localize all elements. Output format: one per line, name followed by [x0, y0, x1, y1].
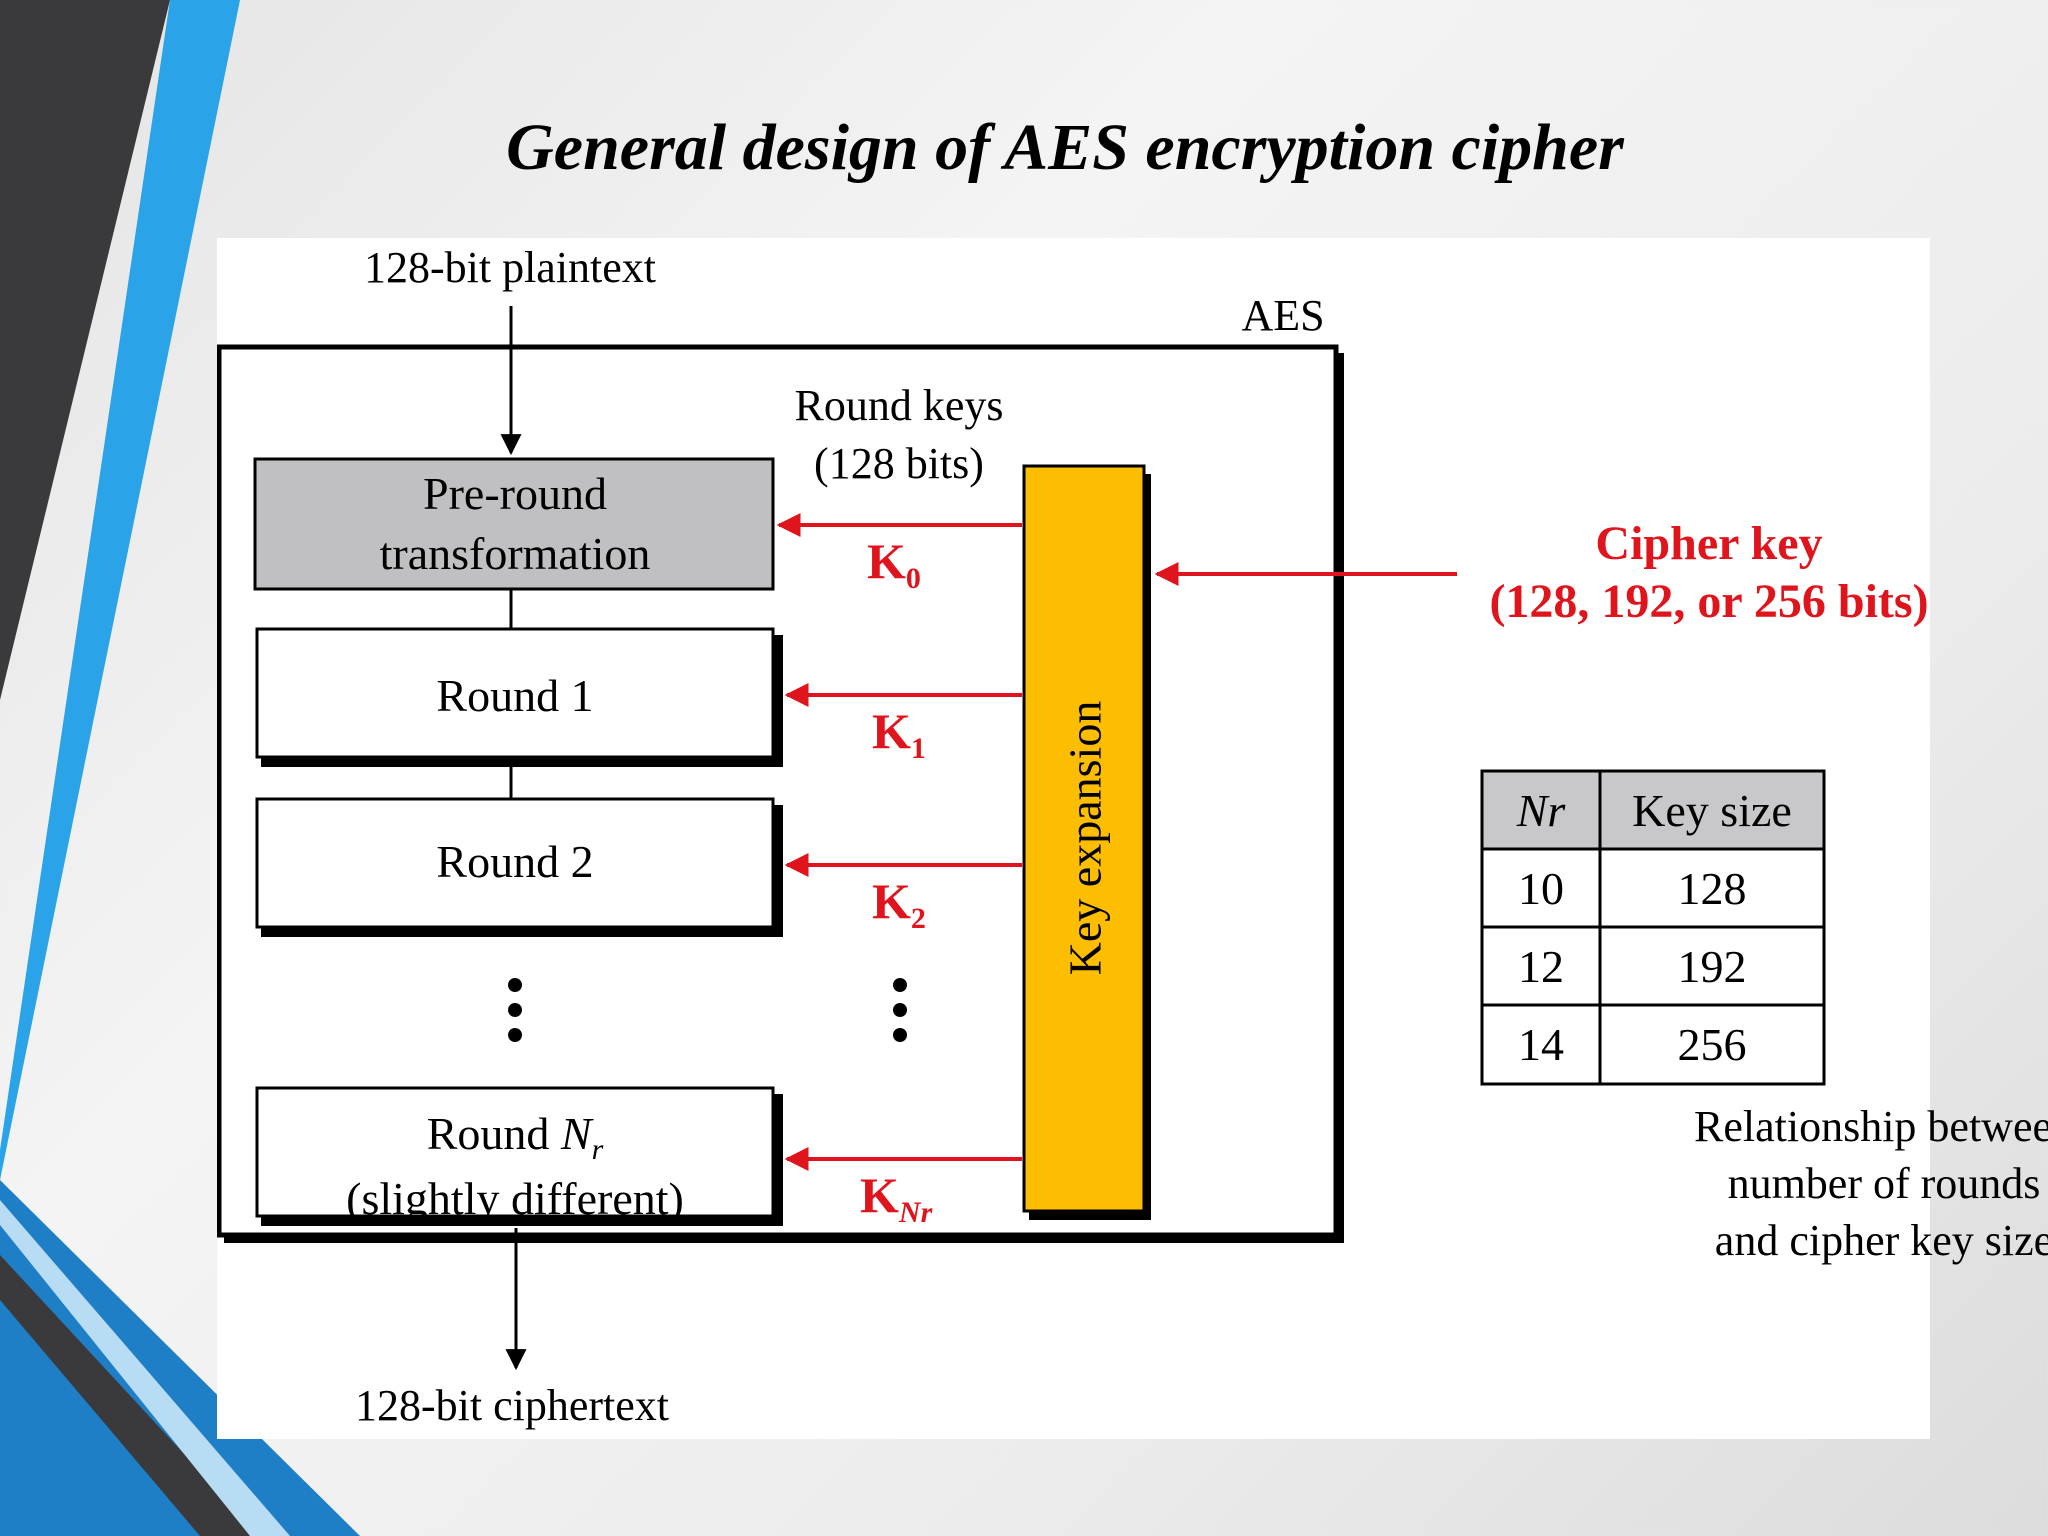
plaintext-label: 128-bit plaintext — [363, 243, 657, 292]
round1-box — [255, 627, 775, 759]
table-header-fill — [1482, 771, 1824, 849]
diagram-panel: 128-bit plaintext AES Round keys (128 bi… — [217, 238, 2048, 1439]
stripe-blue-bottom — [0, 1180, 360, 1536]
slide-title: General design of AES encryption cipher — [506, 111, 1624, 184]
key-sub: 2 — [910, 902, 926, 935]
table-cell: 14 — [1518, 1019, 1564, 1070]
round2-label: Round 2 — [436, 836, 594, 887]
key-k2-label: K2 — [872, 876, 926, 934]
key-knr-label: KNr — [860, 1170, 932, 1228]
ellipsis-dot — [893, 1003, 907, 1017]
table-caption-line3: and cipher key size — [1714, 1216, 2048, 1266]
pre-round-box — [253, 457, 775, 591]
table-caption-line1: Relationship between — [1693, 1102, 2048, 1151]
pre-round-line1: Pre-round — [423, 468, 607, 519]
key-expansion-box — [1022, 464, 1146, 1213]
aes-container-label: AES — [1241, 291, 1325, 340]
ellipsis-dot — [893, 978, 907, 992]
stripe-blue-top — [0, 0, 240, 1180]
key-expansion-label: Key expansion — [1059, 700, 1111, 976]
pre-round-line2: transformation — [379, 527, 651, 579]
table-cell: 256 — [1677, 1019, 1747, 1070]
table-header-nr: Nr — [1516, 785, 1566, 836]
aes-diagram — [217, 306, 1826, 1371]
round-nr-prefix: Round — [426, 1108, 561, 1159]
pre-round-label: Pre-round transformation — [257, 464, 773, 584]
key-sub: 0 — [905, 562, 921, 595]
table-cell: 12 — [1518, 941, 1564, 992]
key-base: K — [860, 1167, 899, 1223]
table-caption: Relationship between number of rounds an… — [1649, 1098, 2048, 1270]
round-nr-line1: Round Nr — [257, 1104, 773, 1169]
cipher-key-bits-label: (128, 192, or 256 bits) — [1489, 575, 1929, 628]
round1-label: Round 1 — [436, 670, 594, 721]
table-cell: 10 — [1518, 863, 1564, 914]
key-k1-label: K1 — [872, 706, 926, 764]
ellipsis-dot — [508, 1003, 522, 1017]
round-nr-line2: (slightly different) — [346, 1173, 684, 1225]
ellipsis-dot — [508, 1028, 522, 1042]
round-nr-sub: r — [591, 1133, 604, 1167]
table-cell: 128 — [1677, 863, 1747, 914]
key-sub: 1 — [910, 732, 926, 765]
stripe-dark-top — [0, 0, 170, 700]
table-caption-line2: number of rounds — [1727, 1159, 2041, 1209]
ellipsis-dot — [893, 1028, 907, 1042]
ellipsis-dot — [508, 978, 522, 992]
round-nr-box — [255, 1086, 775, 1218]
round-nr-label: Round Nr (slightly different) — [257, 1104, 773, 1229]
key-base: K — [872, 873, 911, 929]
round-keys-label: Round keys — [794, 381, 1004, 430]
cipher-key-label: Cipher key — [1595, 517, 1823, 570]
round-keys-bits-label: (128 bits) — [814, 439, 984, 488]
round2-box — [255, 797, 775, 929]
ciphertext-label: 128-bit ciphertext — [354, 1381, 670, 1430]
table-cell: 192 — [1677, 941, 1747, 992]
key-k0-label: K0 — [867, 536, 921, 594]
key-base: K — [867, 533, 906, 589]
round-nr-var: N — [560, 1108, 592, 1159]
key-sub: Nr — [898, 1196, 933, 1229]
key-base: K — [872, 703, 911, 759]
table-header-key-size: Key size — [1632, 785, 1792, 836]
stripe-light-bottom — [0, 1200, 290, 1536]
